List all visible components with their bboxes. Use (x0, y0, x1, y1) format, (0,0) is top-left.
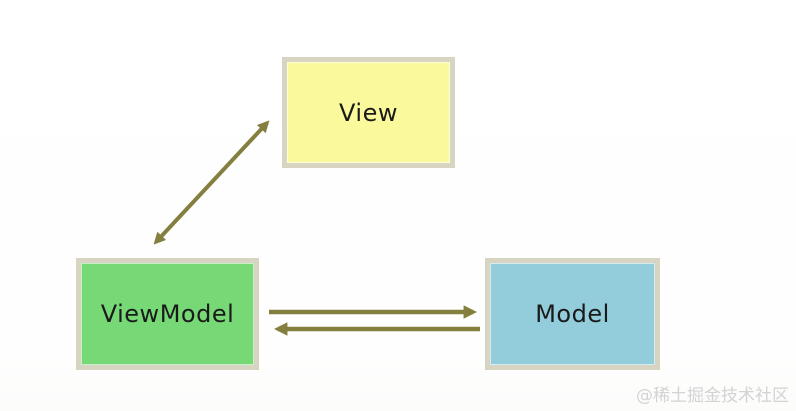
viewmodel-box: ViewModel (76, 258, 259, 370)
view-box: View (282, 57, 455, 168)
watermark: @稀土掘金技术社区 (636, 386, 789, 406)
model-box-label: Model (535, 300, 610, 328)
viewmodel-box-label: ViewModel (100, 300, 235, 328)
viewmodel-view-arrow (153, 120, 270, 245)
view-box-label: View (339, 98, 398, 127)
model-box: Model (485, 258, 660, 370)
